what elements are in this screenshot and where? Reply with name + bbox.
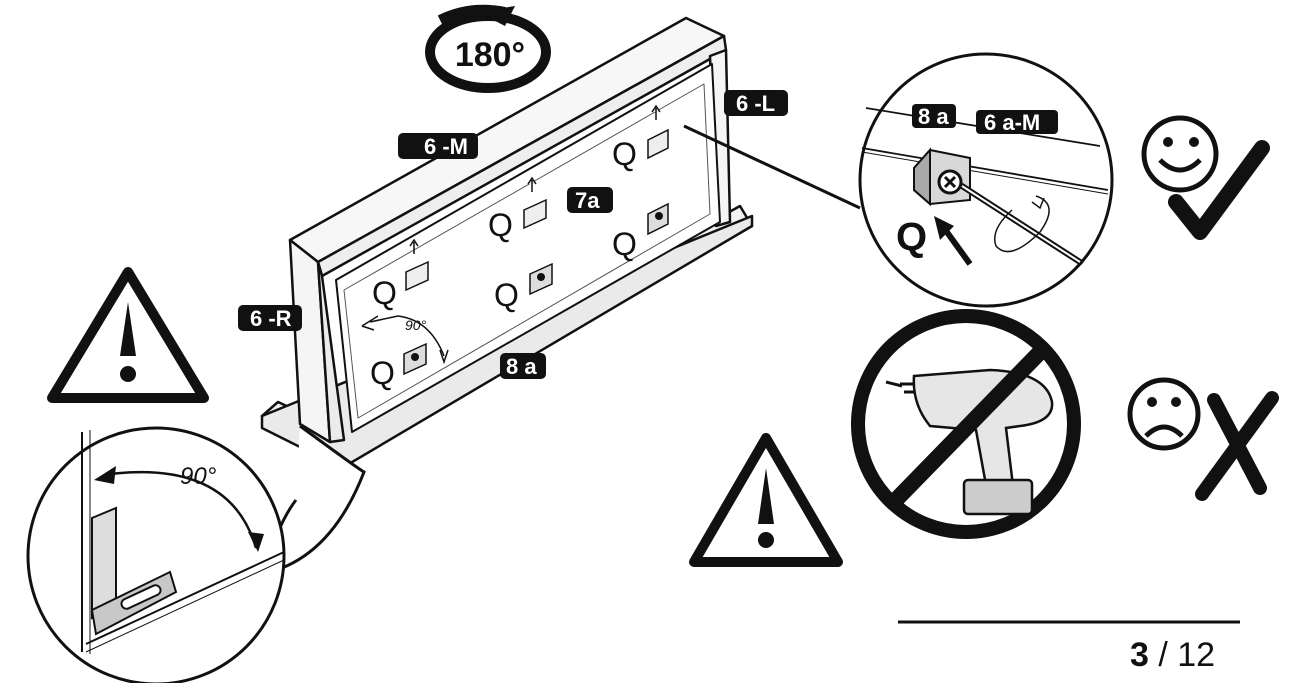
fitting-item: Q — [488, 176, 547, 243]
badge-bottom: 8 a — [500, 353, 546, 379]
fitting-letter: Q — [612, 226, 637, 262]
angle-hint-label: 90° — [405, 317, 427, 333]
fitting-item: Q — [370, 342, 427, 391]
fitting-item: Q — [612, 202, 669, 262]
fitting-letter: Q — [372, 275, 397, 311]
detail-arrow — [941, 226, 973, 266]
rotate-clockwise-icon — [994, 195, 1050, 253]
detail-fitting-letter: Q — [896, 215, 927, 259]
page-total: 12 — [1177, 636, 1216, 674]
badge-left-side-label: 6 -L — [736, 91, 775, 116]
angle-label: 90° — [180, 463, 217, 490]
detail-badge-bottom: 8 a — [912, 104, 956, 129]
rotate-label: 180° — [455, 36, 525, 74]
cross-icon — [1195, 391, 1279, 501]
badge-bottom-label: 8 a — [506, 354, 537, 379]
detail-badge-top: 6 a-M — [976, 110, 1058, 135]
fittings: Q Q Q Q Q Q 90° — [361, 104, 669, 391]
fitting-letter: Q — [612, 136, 637, 172]
badge-left-side: 6 -L — [724, 90, 788, 116]
fitting-item: Q — [372, 238, 429, 311]
badge-back-panel-label: 7a — [575, 188, 600, 213]
angle-hint-arrow — [397, 315, 445, 357]
sad-face-icon — [1127, 377, 1201, 451]
detail-badge-top-label: 6 a-M — [984, 110, 1040, 135]
fitting-item: Q — [494, 262, 553, 313]
fitting-item: Q — [612, 104, 669, 172]
detail-leader-line — [683, 124, 861, 210]
happy-face-icon — [1141, 115, 1219, 193]
rejected-indicator — [1127, 377, 1279, 501]
badge-right-side: 6 -R — [238, 305, 302, 331]
right-angle-detail: 90° — [26, 424, 366, 683]
fitting-letter: Q — [488, 207, 513, 243]
zoom-detail: 8 a 6 a-M Q — [858, 52, 1114, 308]
page-number: 3 / 12 — [1130, 636, 1215, 675]
check-icon — [1168, 140, 1270, 240]
badge-top-label: 6 -M — [424, 134, 468, 159]
badge-top: 6 -M — [398, 133, 478, 159]
detail-badge-bottom-label: 8 a — [918, 104, 949, 129]
cabinet-frame — [260, 16, 754, 470]
badge-back-panel: 7a — [567, 187, 613, 213]
approved-indicator — [1141, 115, 1270, 240]
fitting-letter: Q — [494, 277, 519, 313]
no-power-drill-icon — [851, 309, 1081, 539]
badge-right-side-label: 6 -R — [250, 306, 292, 331]
rotate-180-icon: 180° — [425, 4, 551, 93]
back-panel — [335, 63, 721, 433]
page-current: 3 — [1130, 636, 1149, 674]
fitting-letter: Q — [370, 355, 395, 391]
warning-icon — [689, 433, 843, 567]
warning-icon — [47, 267, 209, 403]
page-separator: / — [1148, 636, 1178, 674]
